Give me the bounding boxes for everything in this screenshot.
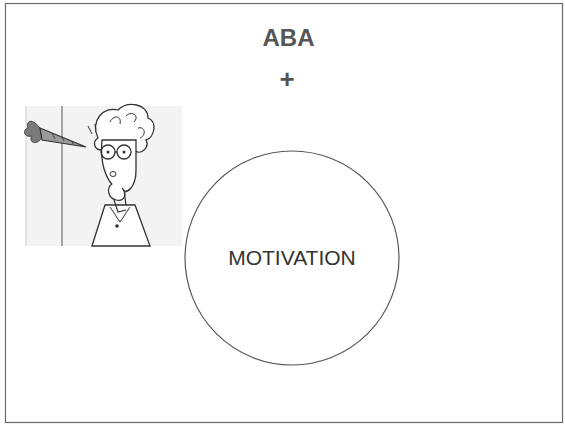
plus-sign: + <box>267 66 307 92</box>
slide-title: ABA <box>0 24 565 52</box>
circle-shape <box>185 151 399 365</box>
node-text: MOTIVATION <box>228 246 356 270</box>
motivation-circle: MOTIVATION <box>184 150 400 366</box>
